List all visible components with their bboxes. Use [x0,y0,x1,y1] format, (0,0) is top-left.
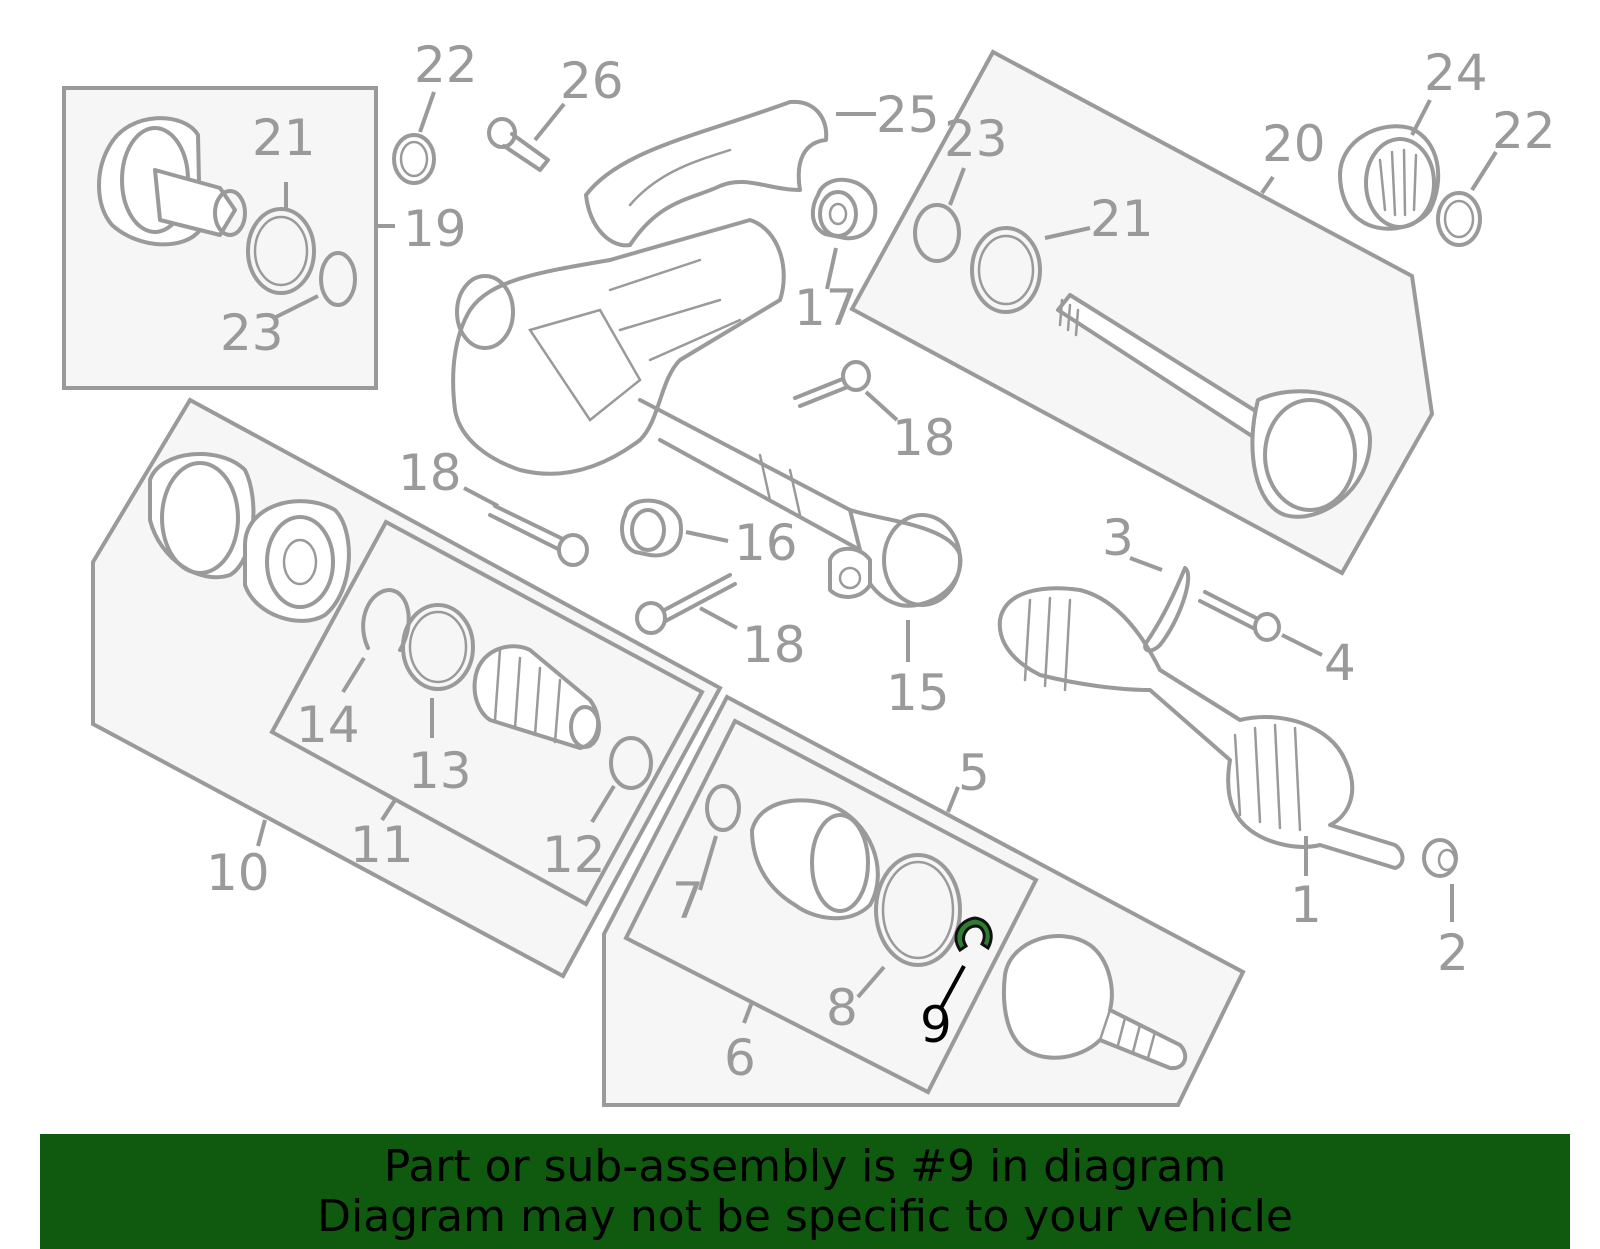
callout-12: 12 [542,826,606,884]
callout-6: 6 [724,1029,756,1087]
callout-9-highlighted: 9 [920,996,952,1054]
callout-26: 26 [560,52,624,110]
bolt-26-part [487,117,550,172]
bushing-16-part [620,498,683,558]
callout-17: 17 [794,279,858,337]
outer-flange-part [97,116,247,247]
boot-11-part [472,644,601,750]
callout-23a: 23 [220,304,284,362]
callout-22a: 22 [414,36,478,94]
shaft-20-part [1056,293,1372,519]
callout-20: 20 [1262,115,1326,173]
heat-shield-25-part [584,99,829,248]
callout-1: 1 [1290,876,1322,934]
nut-2-part [1422,838,1458,878]
strap-3-part [1143,566,1191,653]
callout-21a: 21 [252,109,316,167]
clamp-7-part [705,784,741,832]
callout-18a: 18 [398,444,462,502]
bolt-18b-part [793,360,871,408]
banner-line-2: Diagram may not be specific to your vehi… [317,1190,1293,1242]
drive-shaft-1-part [997,586,1405,870]
ring-22b-part [1436,191,1482,247]
callout-2: 2 [1437,924,1469,982]
callout-5: 5 [958,744,990,802]
callout-7: 7 [672,872,704,930]
banner-line-1: Part or sub-assembly is #9 in diagram [383,1140,1227,1192]
callout-8: 8 [826,979,858,1037]
bearing-24-part [1338,124,1441,231]
bushing-17-part [810,177,878,241]
callout-18b: 18 [892,409,956,467]
callout-4: 4 [1324,634,1356,692]
bolt-4-part [1198,590,1281,642]
clamp-8-part [874,853,962,967]
callout-10: 10 [206,844,270,902]
circlip-23b-part [913,203,961,263]
ring-22a-part [392,133,436,185]
callout-24: 24 [1424,44,1488,102]
clamp-13-part [401,603,475,691]
seal-21b-part [970,226,1042,314]
bolt-18c-part [635,573,737,635]
callout-18c: 18 [742,616,806,674]
circlip-23a-part [319,251,357,307]
differential-housing-part [451,218,963,608]
bolt-18a-part [488,504,589,567]
callout-19: 19 [403,200,467,258]
callout-25: 25 [876,86,940,144]
callout-23b: 23 [944,110,1008,168]
info-banner: Part or sub-assembly is #9 in diagram Di… [40,1134,1570,1249]
outer-joint-5-part [1001,934,1188,1071]
callout-21b: 21 [1090,190,1154,248]
leader-lines [256,91,1498,1024]
callout-22b: 22 [1492,102,1556,160]
joint-10-part [148,452,351,623]
callout-11: 11 [350,816,414,874]
callout-15: 15 [886,664,950,722]
snap-ring-9-highlighted[interactable] [954,916,993,953]
callout-3: 3 [1102,509,1134,567]
boot-6-part [750,798,880,921]
callout-16: 16 [734,514,798,572]
callout-13: 13 [408,742,472,800]
seal-21a-part [246,207,316,295]
clamp-12-part [609,736,653,790]
callout-14: 14 [296,696,360,754]
